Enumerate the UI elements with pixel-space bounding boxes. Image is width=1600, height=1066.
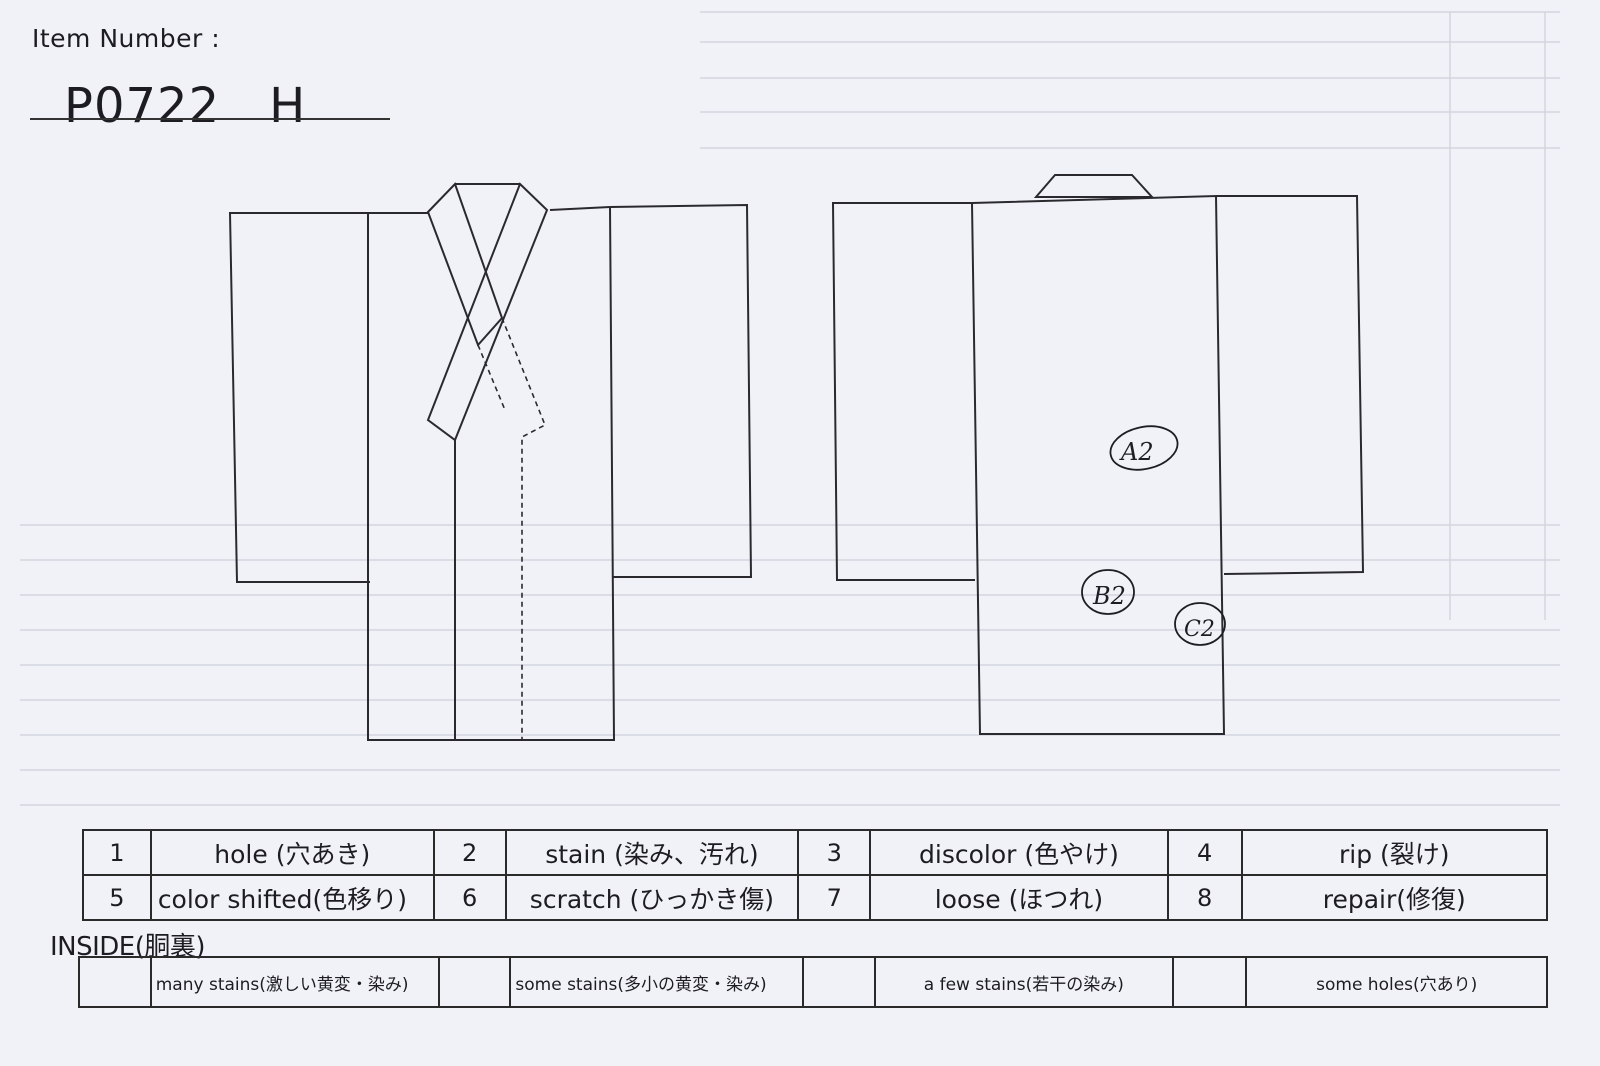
inside-checkbox-some-stains[interactable] xyxy=(437,956,512,1008)
defect-num-2: 2 xyxy=(432,829,507,876)
marker-c2: C2 xyxy=(1184,617,1215,642)
defect-label-color-shifted: color shifted(色移り) xyxy=(149,874,435,921)
kimono-back-view xyxy=(831,174,1365,735)
marker-c2-circle xyxy=(1174,602,1226,646)
defect-legend-table: 1 hole (穴あき) 2 stain (染み、汚れ) 3 discolor … xyxy=(82,829,1549,921)
defect-label-repair: repair(修復) xyxy=(1240,874,1549,921)
inside-checkbox-few-stains[interactable] xyxy=(802,956,877,1008)
marker-b2: B2 xyxy=(1092,582,1126,610)
inside-label-some-holes: some holes(穴あり) xyxy=(1245,956,1548,1008)
item-number-underline xyxy=(30,118,390,120)
defect-num-7: 7 xyxy=(797,874,872,921)
defect-num-6: 6 xyxy=(432,874,507,921)
inside-lining-table: many stains(激しい黄変・染み) some stains(多小の黄変・… xyxy=(78,956,1548,1008)
marker-a2-circle xyxy=(1109,425,1179,471)
inside-checkbox-some-holes[interactable] xyxy=(1171,956,1248,1008)
defect-num-4: 4 xyxy=(1166,829,1243,876)
defect-label-rip: rip (裂け) xyxy=(1240,829,1549,876)
item-number-label: Item Number : xyxy=(32,24,221,53)
inside-label-few-stains: a few stains(若干の染み) xyxy=(874,956,1174,1008)
defect-legend-row: 5 color shifted(色移り) 6 scratch (ひっかき傷) 7… xyxy=(82,874,1549,921)
inside-checkbox-many-stains[interactable] xyxy=(78,956,152,1008)
defect-label-discolor: discolor (色やけ) xyxy=(869,829,1169,876)
item-number-value: P0722 H xyxy=(64,78,307,134)
marker-a2: A2 xyxy=(1119,438,1154,466)
defect-num-5: 5 xyxy=(82,874,152,921)
marker-b2-circle xyxy=(1081,569,1135,615)
defect-num-3: 3 xyxy=(797,829,872,876)
defect-label-scratch: scratch (ひっかき傷) xyxy=(504,874,800,921)
kimono-front-view xyxy=(228,182,753,741)
inside-row: many stains(激しい黄変・染み) some stains(多小の黄変・… xyxy=(78,956,1548,1008)
defect-label-stain: stain (染み、汚れ) xyxy=(504,829,800,876)
defect-label-loose: loose (ほつれ) xyxy=(869,874,1169,921)
defect-legend-row: 1 hole (穴あき) 2 stain (染み、汚れ) 3 discolor … xyxy=(82,829,1549,876)
defect-num-1: 1 xyxy=(82,829,152,876)
defect-num-8: 8 xyxy=(1166,874,1243,921)
inside-label-many-stains: many stains(激しい黄変・染み) xyxy=(149,956,440,1008)
inside-label-some-stains: some stains(多小の黄変・染み) xyxy=(509,956,805,1008)
defect-label-hole: hole (穴あき) xyxy=(149,829,435,876)
